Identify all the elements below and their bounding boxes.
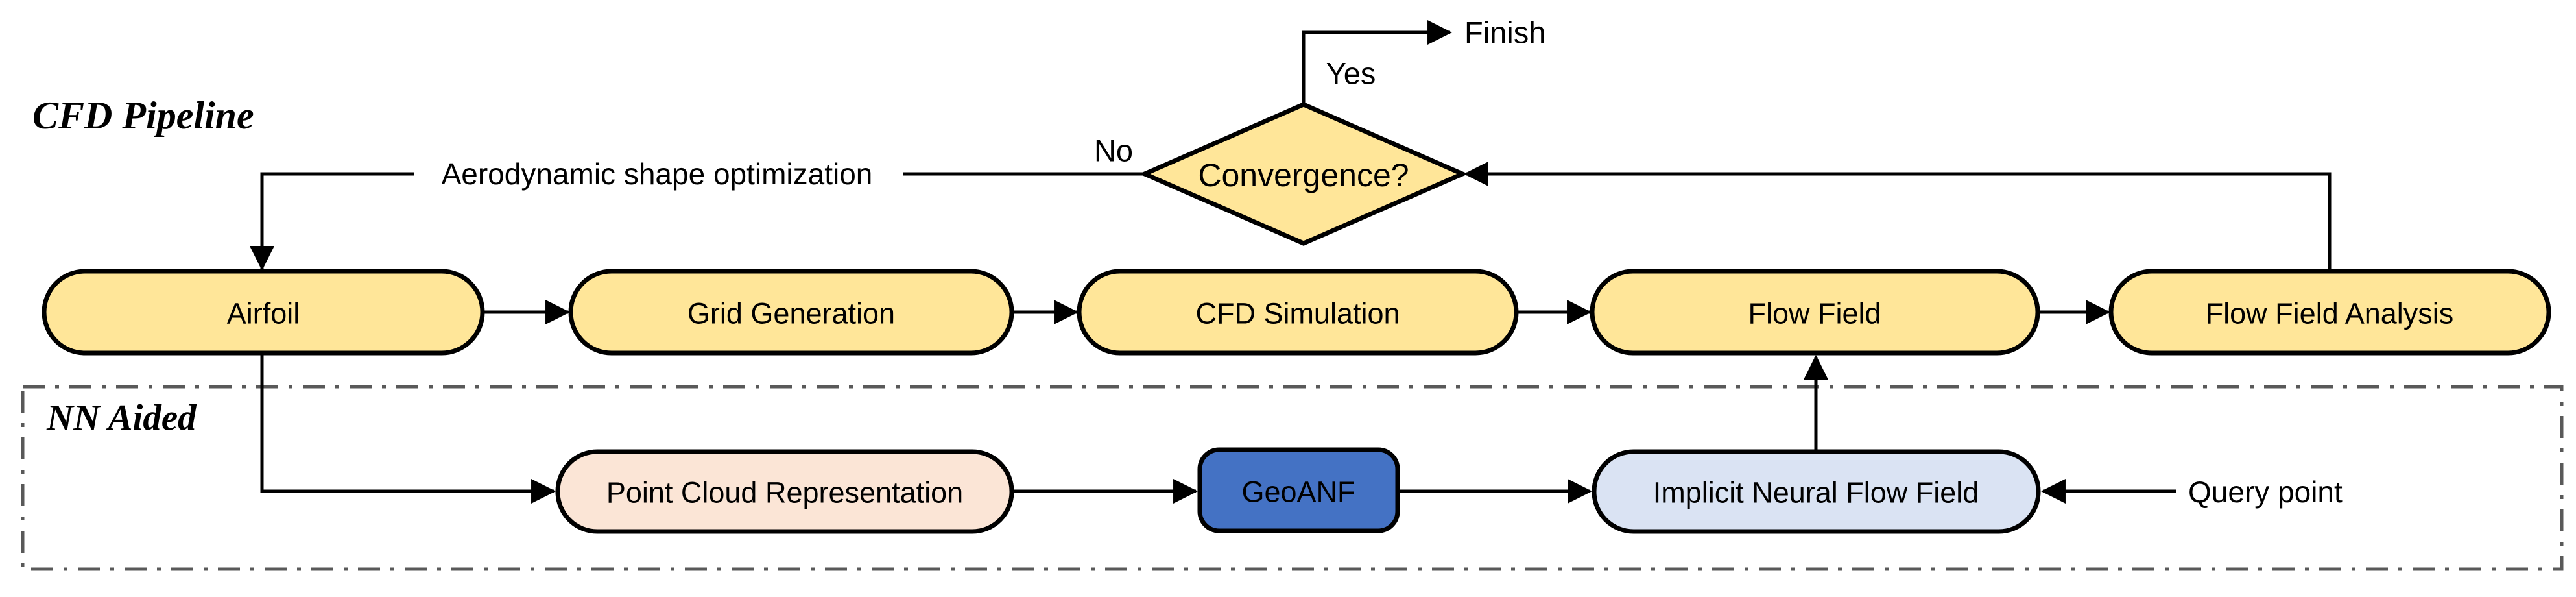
node-airfoil [42,269,485,356]
node-cfd-simulation-label: CFD Simulation [1195,297,1400,330]
edge-label-feedback: Aerodynamic shape optimization [442,157,873,191]
arrow-airfoil-to-point-cloud [260,353,556,504]
edge-label-finish: Finish [1464,16,1545,50]
edge-label-yes: Yes [1326,56,1376,91]
node-flow-field [1590,269,2040,356]
node-geoanf [1197,447,1400,533]
section-title-cfd-pipeline: CFD Pipeline [32,94,254,137]
node-point-cloud [555,449,1014,534]
edge-label-no: No [1094,134,1133,168]
node-point-cloud-label: Point Cloud Representation [606,476,963,509]
arrow-convergence-yes-to-finish [1302,20,1453,104]
node-implicit-field-label: Implicit Neural Flow Field [1653,476,1979,509]
nn-aided-section-frame [21,385,2564,571]
arrow-optimization-to-airfoil [250,172,414,271]
arrow-flow-field-analysis-to-convergence [1463,162,2332,271]
node-flow-field-analysis [2108,269,2551,356]
section-title-nn-aided: NN Aided [46,398,197,439]
node-convergence-label: Convergence? [1198,157,1409,193]
node-grid-generation-label: Grid Generation [687,297,895,330]
node-convergence-diamond [1139,102,1468,246]
edge-label-query-point: Query point [2188,475,2343,509]
node-airfoil-label: Airfoil [227,297,300,330]
node-geoanf-label: GeoANF [1241,476,1355,509]
node-grid-generation [568,269,1014,356]
node-cfd-simulation [1077,269,1519,356]
node-flow-field-analysis-label: Flow Field Analysis [2206,297,2454,330]
node-implicit-field [1592,449,2041,534]
node-flow-field-label: Flow Field [1748,297,1881,330]
